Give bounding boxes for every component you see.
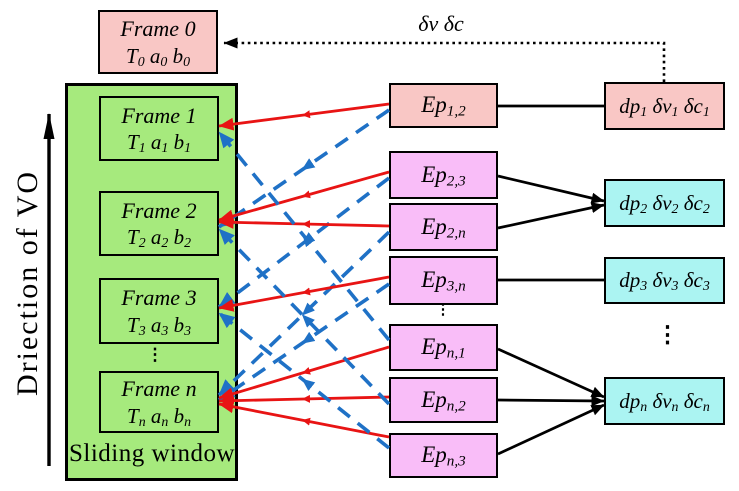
direction-of-vo-label: Driection of VO [11,169,44,397]
constraint-line-Ep2,3-to-Frame 2 [218,170,390,223]
ep-n-3-label: Epn,3 [421,442,466,470]
ep-n-1-label: Epn,1 [421,334,466,362]
state-3-box: dp3 δv3 δc3 [604,257,725,304]
ep-3-n-label: Ep3,n [421,267,466,295]
ep-1-2-box: Ep1,2 [389,83,498,128]
constraint-line-Ep2,3-to-Frame 3 [217,176,391,309]
ep-2-n-box: Ep2,n [389,203,498,251]
frame-n-box: Frame n Tn an bn [99,371,219,433]
constraint-line-Ep1,2-to-Frame 1 [218,102,390,131]
state-link-Ep2,n-to-dp2 [497,202,605,230]
frame-3-box: Frame 3 T3 a3 b3 [99,278,219,344]
ep-n-2-box: Epn,2 [389,377,498,423]
state-link-Epn,2-to-dpn [497,395,605,407]
state-link-Epn,3-to-dpn [497,403,605,456]
frame-0-params: T0 a0 b0 [126,43,190,69]
ep-2-n-label: Ep2,n [421,213,466,241]
feedback-dv-dc-label: δv δc [418,11,464,36]
constraint-line-Epn,2-to-Frame 2 [217,227,391,406]
state-1-label: dp1 δv1 δc1 [619,93,710,119]
constraint-line-Epn,3-to-Frame n [218,400,390,439]
frame-3-params: T3 a3 b3 [127,312,191,338]
frame-3-title: Frame 3 [121,285,197,311]
constraint-line-Epn,1-to-Frame 1 [217,130,391,342]
state-ellipsis: ⋮ [656,322,679,347]
frame-2-title: Frame 2 [121,197,197,223]
constraint-line-Epn,3-to-Frame 3 [217,311,391,450]
ep-2-3-label: Ep2,3 [421,161,466,189]
frame-1-params: T1 a1 b1 [127,130,191,156]
frame-2-params: T2 a2 b2 [127,225,191,251]
state-link-Ep2,3-to-dp2 [497,174,605,204]
sliding-window-label: Sliding window [68,440,236,467]
frame-1-box: Frame 1 T1 a1 b1 [99,96,219,161]
state-3-label: dp3 δv3 δc3 [619,268,710,294]
frame-n-params: Tn an bn [127,403,191,429]
frame-0-title: Frame 0 [120,16,196,42]
ep-n-1-box: Epn,1 [389,324,498,371]
state-1-box: dp1 δv1 δc1 [604,82,725,130]
constraint-line-Epn,1-to-Frame n [218,345,390,401]
ep-n-2-label: Epn,2 [421,386,466,414]
feedback-dotted-arrow [223,37,666,82]
state-link-Epn,1-to-dpn [497,347,605,399]
state-n-label: dpn δvn δcn [619,388,710,414]
state-2-box: dp2 δv2 δc2 [604,179,725,227]
constraint-line-Epn,2-to-Frame n [218,394,390,408]
ep-n-3-box: Epn,3 [389,433,498,478]
frame-2-box: Frame 2 T2 a2 b2 [99,191,219,256]
ep-1-2-label: Ep1,2 [421,92,466,120]
ep-ellipsis: ⋮ [435,302,451,318]
frame-0-box: Frame 0 T0 a0 b0 [98,10,218,74]
state-n-box: dpn δvn δcn [604,377,725,425]
frames-ellipsis: ⋮ [146,345,164,364]
constraint-line-Ep2,n-to-Frame 2 [218,215,390,229]
constraint-line-Ep3,n-to-Frame n [217,282,391,402]
state-2-label: dp2 δv2 δc2 [619,190,710,216]
constraint-line-Ep2,n-to-Frame n [217,230,391,397]
constraint-line-Ep1,2-to-Frame 2 [217,108,391,229]
constraint-line-Ep3,n-to-Frame 3 [218,275,390,312]
ep-3-n-box: Ep3,n [389,256,498,305]
frame-1-title: Frame 1 [121,102,197,128]
ep-2-3-box: Ep2,3 [389,151,498,199]
frame-n-title: Frame n [121,376,197,402]
